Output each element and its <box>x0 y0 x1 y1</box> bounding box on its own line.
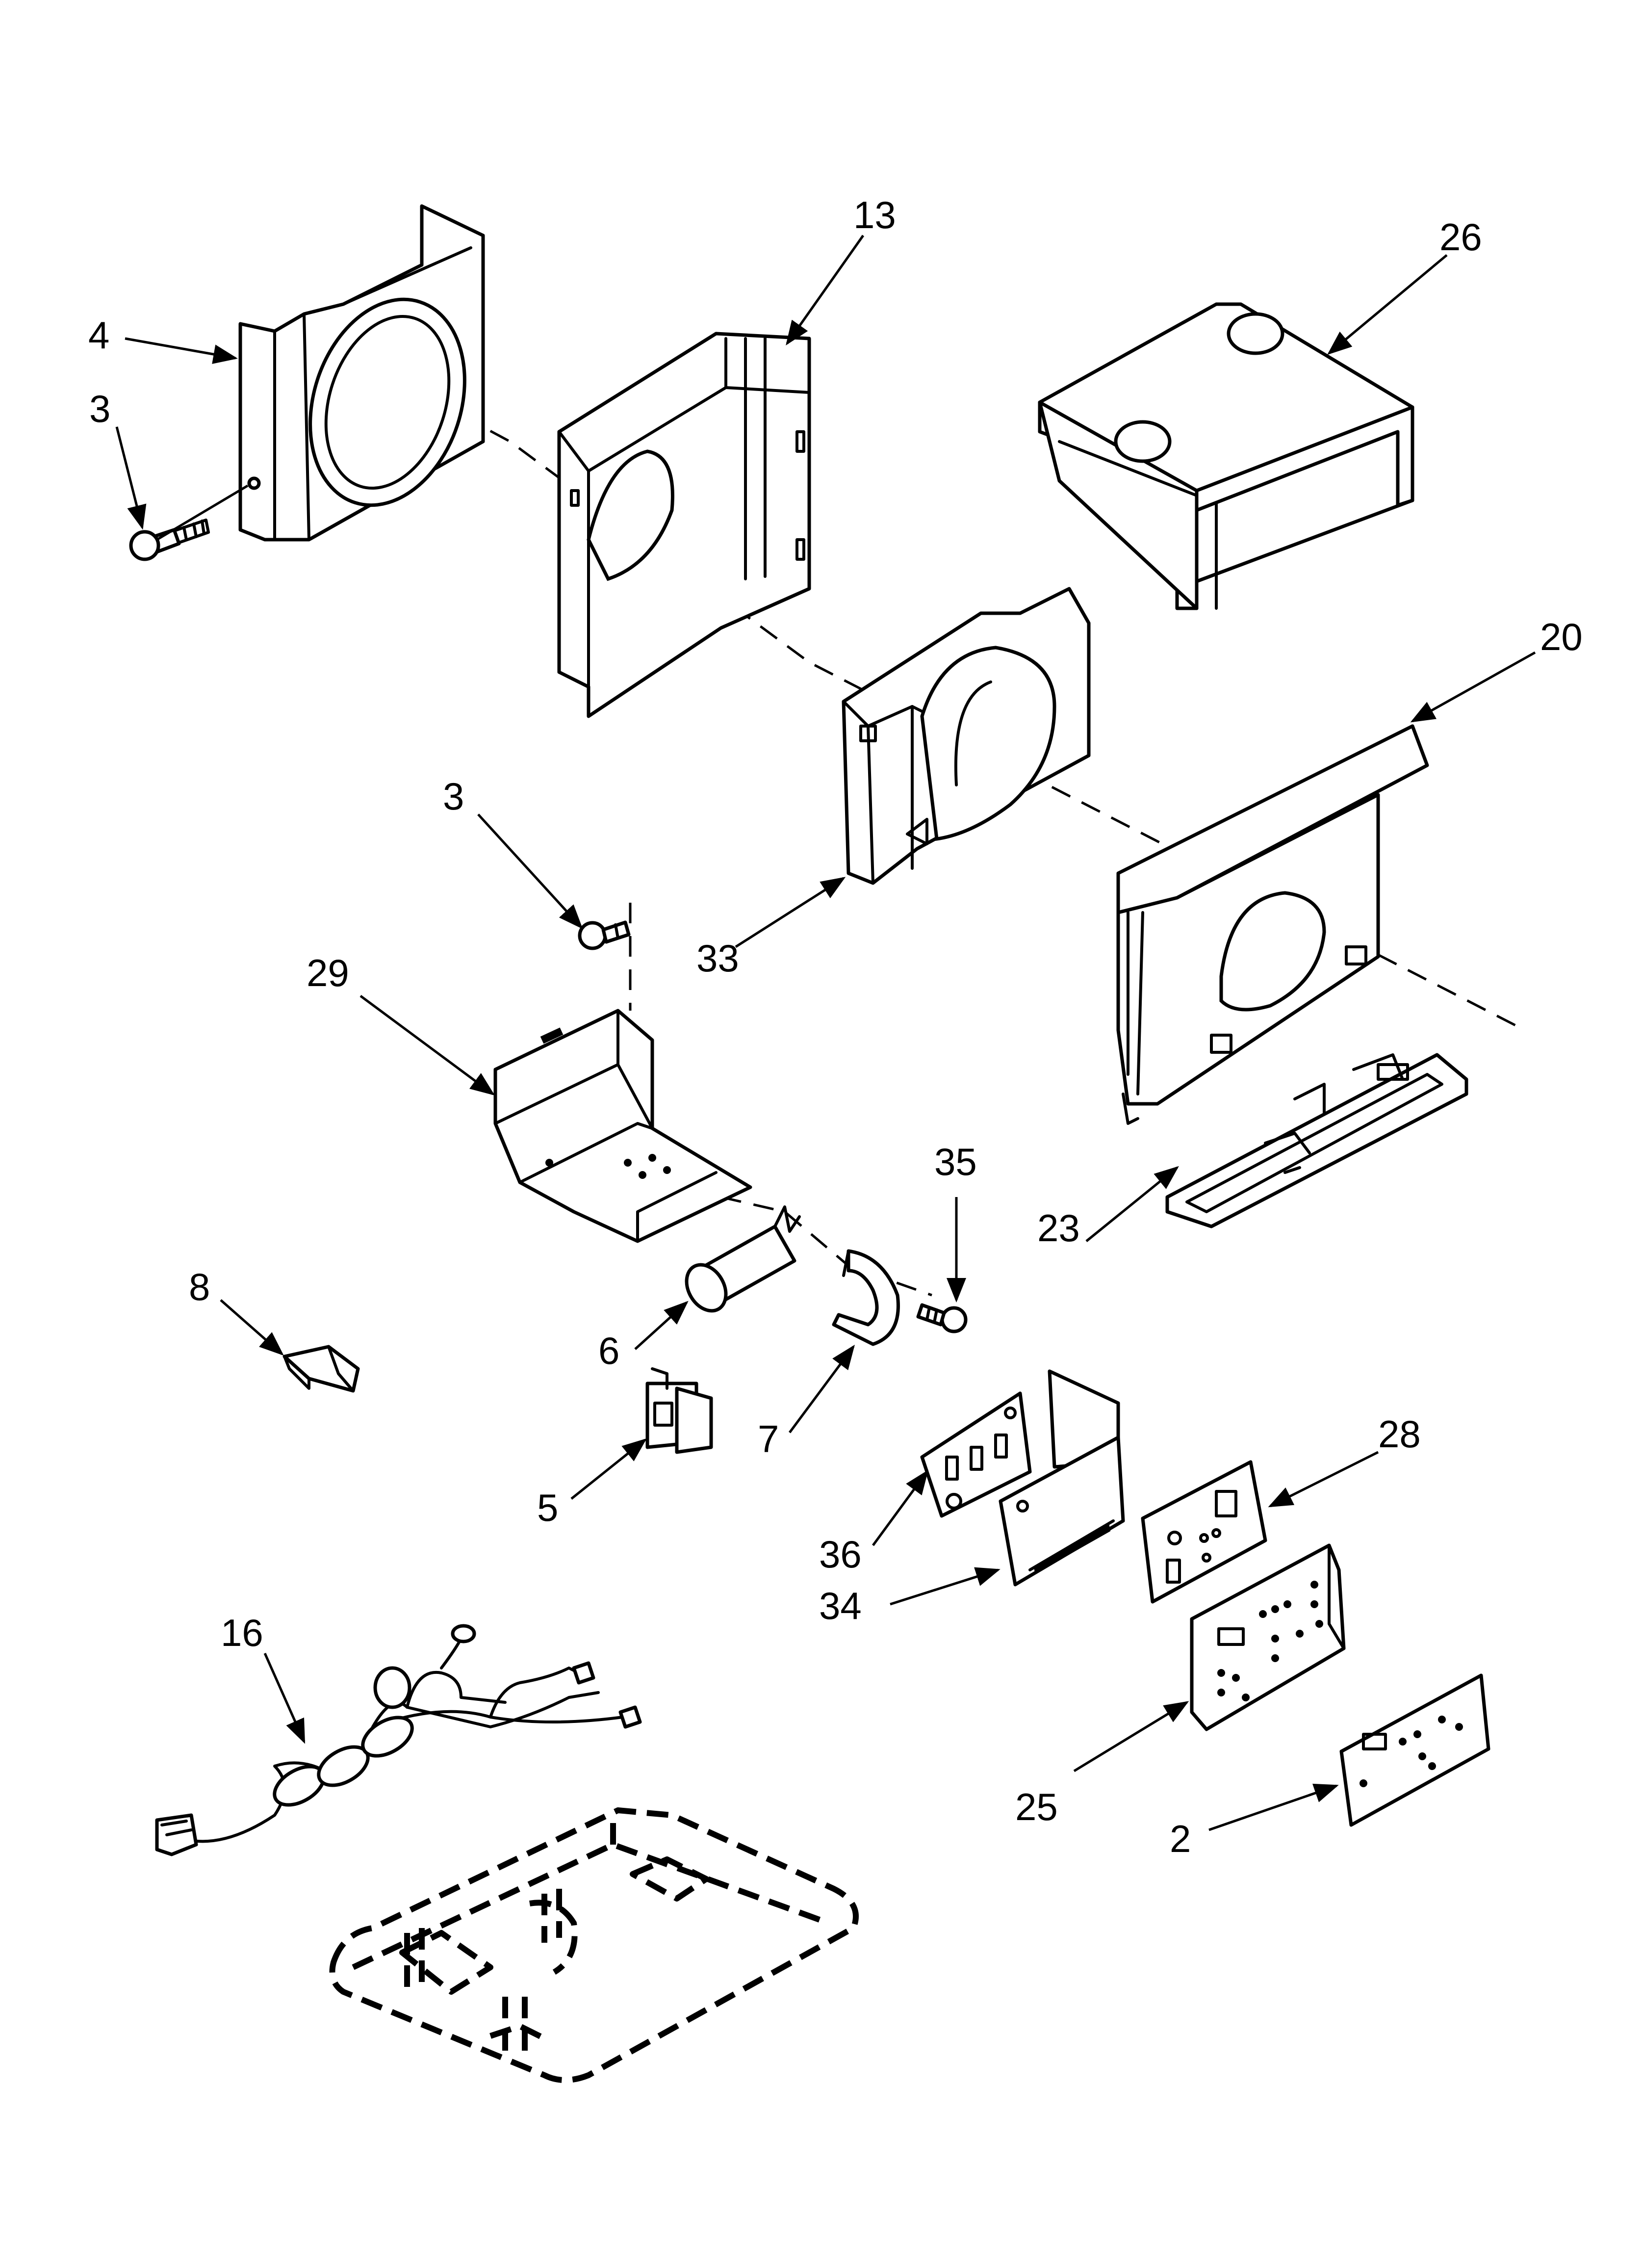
label-part-3-upper: 3 <box>89 387 110 430</box>
part-16-wire-harness[interactable] <box>155 1624 642 1856</box>
part-25-control-panel[interactable] <box>1190 1543 1346 1731</box>
label-part-16: 16 <box>221 1611 263 1654</box>
leader-lines <box>115 235 1536 1831</box>
part-number-labels: 4 3 13 26 20 3 33 29 35 23 8 6 7 5 28 36… <box>88 193 1583 1860</box>
label-part-28: 28 <box>1378 1412 1421 1456</box>
label-part-5: 5 <box>537 1486 558 1529</box>
part-5-relay[interactable] <box>645 1367 713 1454</box>
part-3-screw-upper[interactable] <box>129 519 210 561</box>
part-36-switch-plate[interactable] <box>920 1391 1032 1518</box>
label-part-2: 2 <box>1170 1817 1191 1860</box>
part-33-blower-housing[interactable] <box>842 587 1091 885</box>
part-3-screw-middle[interactable] <box>578 920 631 950</box>
label-part-29: 29 <box>307 951 349 994</box>
label-part-26: 26 <box>1439 215 1482 259</box>
part-20-partition-panel[interactable] <box>1116 724 1429 1125</box>
label-part-4: 4 <box>88 313 109 357</box>
label-part-35: 35 <box>934 1140 977 1183</box>
part-6-capacitor[interactable] <box>679 1205 801 1318</box>
label-part-13: 13 <box>853 193 896 236</box>
phantom-base-pan <box>329 1807 859 2083</box>
label-part-23: 23 <box>1037 1206 1080 1250</box>
part-7-capacitor-strap[interactable] <box>832 1249 900 1346</box>
label-part-3-middle: 3 <box>443 775 464 818</box>
label-part-34: 34 <box>819 1584 862 1627</box>
part-8-clip[interactable] <box>282 1345 360 1393</box>
label-part-36: 36 <box>819 1533 862 1576</box>
label-part-33: 33 <box>696 937 739 980</box>
part-4-shroud-panel[interactable] <box>238 204 490 542</box>
label-part-25: 25 <box>1015 1785 1058 1828</box>
part-34-board-bracket[interactable] <box>999 1369 1125 1587</box>
label-part-6: 6 <box>598 1329 619 1372</box>
label-part-7: 7 <box>758 1417 779 1460</box>
label-part-8: 8 <box>189 1265 210 1308</box>
part-2-overlay-label[interactable] <box>1339 1673 1490 1827</box>
part-26-cover[interactable] <box>1038 302 1414 610</box>
part-23-drain-pan[interactable] <box>1165 1053 1468 1228</box>
part-29-control-bracket[interactable] <box>493 1009 752 1243</box>
part-28-control-board[interactable] <box>1141 1460 1267 1604</box>
part-35-screw[interactable] <box>916 1303 968 1333</box>
part-13-orifice-shroud[interactable] <box>557 332 811 718</box>
label-part-20: 20 <box>1540 615 1583 658</box>
